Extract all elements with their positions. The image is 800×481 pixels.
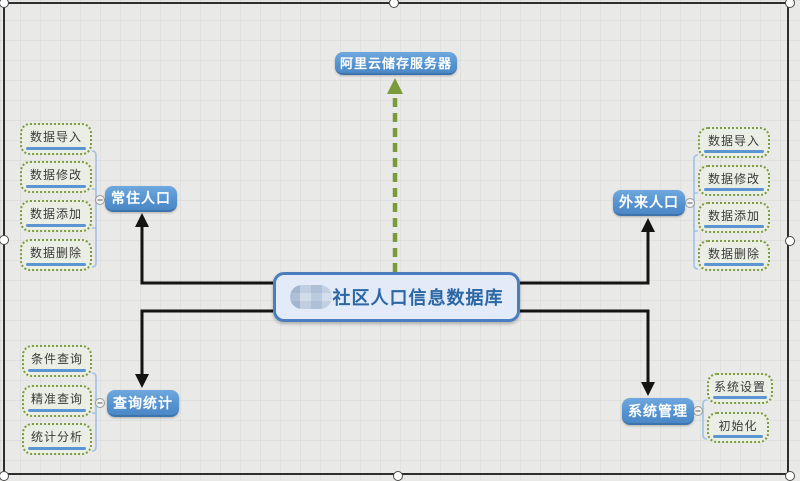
node-central-topic[interactable]: 社区人口信息数据库 — [273, 272, 520, 322]
leaf-label: 初始化 — [718, 418, 758, 433]
leaf-initialization[interactable]: 初始化 — [707, 412, 769, 443]
leaf-underline — [26, 185, 86, 188]
leaf-underline — [713, 435, 763, 438]
leaf-permanent-data-delete[interactable]: 数据删除 — [20, 239, 92, 271]
leaf-underline — [26, 263, 86, 266]
leaf-label: 数据导入 — [29, 130, 82, 144]
leaf-permanent-data-modify[interactable]: 数据修改 — [20, 161, 92, 193]
leaf-permanent-data-import[interactable]: 数据导入 — [20, 123, 92, 155]
leaf-migrant-data-import[interactable]: 数据导入 — [698, 127, 770, 158]
leaf-underline — [26, 224, 86, 227]
leaf-underline — [704, 188, 764, 191]
selection-handle-middle-right[interactable] — [785, 236, 795, 246]
leaf-statistical-analysis[interactable]: 统计分析 — [22, 423, 92, 455]
collapse-toggle-permanent[interactable] — [95, 195, 105, 205]
connector-center-to-permanent — [135, 213, 273, 285]
leaf-label: 数据删除 — [29, 246, 82, 260]
leaf-precise-query[interactable]: 精准查询 — [22, 385, 92, 417]
leaf-migrant-data-modify[interactable]: 数据修改 — [698, 165, 770, 196]
bracket-migrant-children — [693, 154, 699, 270]
leaf-underline — [704, 263, 764, 266]
leaf-condition-query[interactable]: 条件查询 — [22, 345, 92, 377]
central-topic-label: 社区人口信息数据库 — [332, 288, 504, 308]
node-cloud-server[interactable]: 阿里云储存服务器 — [335, 52, 457, 75]
leaf-underline — [713, 396, 767, 399]
leaf-label: 数据修改 — [707, 171, 760, 186]
connector-center-to-migrant — [520, 218, 655, 285]
leaf-label: 统计分析 — [30, 430, 83, 444]
leaf-label: 数据添加 — [29, 207, 82, 221]
selection-handle-top-middle[interactable] — [389, 0, 399, 8]
leaf-underline — [28, 369, 86, 372]
bracket-query-children — [91, 372, 97, 452]
leaf-underline — [26, 147, 86, 150]
selection-handle-top-right[interactable] — [785, 0, 795, 8]
redacted-text-blur — [289, 285, 332, 309]
leaf-label: 数据添加 — [707, 208, 760, 223]
collapse-toggle-migrant[interactable] — [685, 198, 695, 208]
connector-center-to-query — [135, 309, 273, 388]
leaf-label: 数据删除 — [707, 246, 760, 261]
leaf-underline — [704, 150, 764, 153]
leaf-migrant-data-delete[interactable]: 数据删除 — [698, 240, 770, 271]
leaf-label: 数据导入 — [707, 133, 760, 148]
node-migrant-population[interactable]: 外来人口 — [613, 190, 685, 216]
connector-center-to-system — [520, 309, 655, 396]
leaf-permanent-data-add[interactable]: 数据添加 — [20, 200, 92, 232]
node-query-statistics[interactable]: 查询统计 — [107, 390, 179, 417]
leaf-underline — [704, 225, 764, 228]
leaf-underline — [28, 447, 86, 450]
collapse-toggle-query[interactable] — [95, 398, 105, 408]
leaf-label: 数据修改 — [29, 168, 82, 182]
leaf-migrant-data-add[interactable]: 数据添加 — [698, 202, 770, 233]
leaf-system-settings[interactable]: 系统设置 — [707, 373, 773, 404]
bracket-system-children — [702, 399, 708, 440]
node-permanent-population[interactable]: 常住人口 — [105, 186, 177, 212]
leaf-label: 条件查询 — [30, 352, 83, 366]
leaf-label: 精准查询 — [30, 392, 83, 406]
leaf-underline — [28, 409, 86, 412]
node-system-management[interactable]: 系统管理 — [622, 398, 694, 425]
leaf-label: 系统设置 — [713, 379, 766, 394]
bracket-permanent-children — [91, 150, 97, 268]
collapse-toggle-system[interactable] — [693, 406, 703, 416]
